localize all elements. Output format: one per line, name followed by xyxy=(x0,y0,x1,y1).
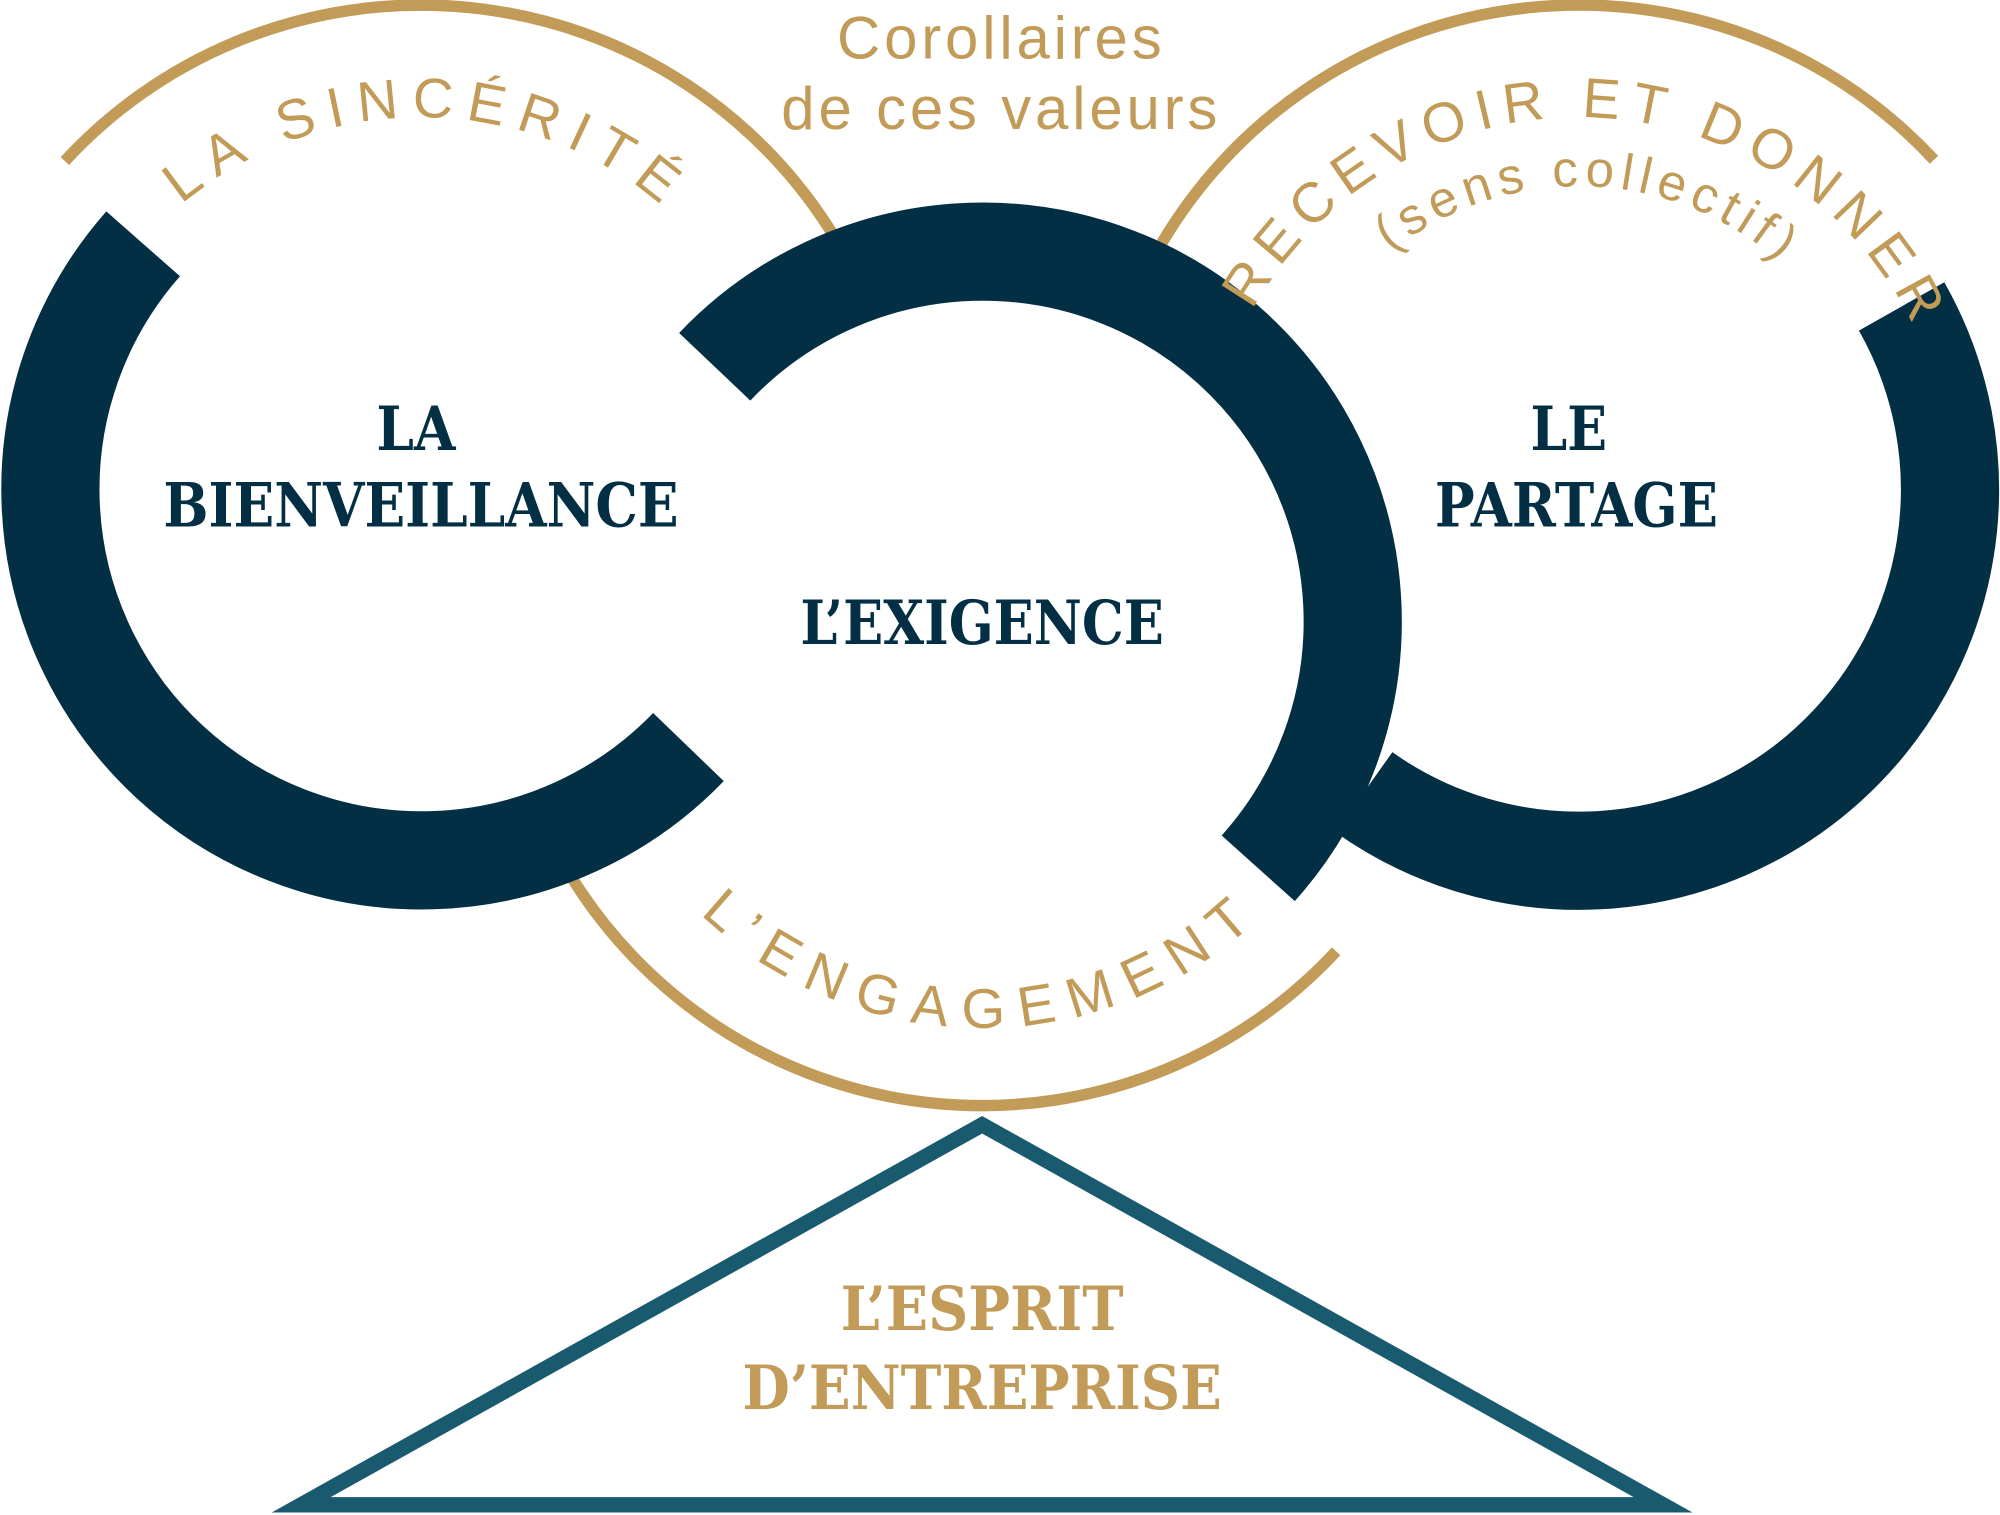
base-label-line-2: D’ENTREPRISE xyxy=(742,1353,1221,1424)
label-left-line-1: LA xyxy=(376,394,456,465)
gold-arc-bottom xyxy=(567,875,1341,1112)
arc-text-recevoir-path: RECEVOIR ET DONNER xyxy=(1209,66,1953,339)
arc-text-sincerite: LA SINCÉRITÉ xyxy=(151,66,703,222)
ring-right xyxy=(1335,282,2000,910)
arc-text-engagement: L’ENGAGEMENT xyxy=(692,876,1272,1041)
ring-left xyxy=(1,211,724,910)
arc-text-engagement-path: L’ENGAGEMENT xyxy=(692,876,1257,1041)
base-triangle xyxy=(271,1116,1693,1513)
label-left-line-2: BIENVEILLANCE xyxy=(163,471,678,542)
gold-arc-left xyxy=(60,0,840,240)
arc-text-sincerite-path: LA SINCÉRITÉ xyxy=(151,66,690,222)
header-line-2: de ces valeurs xyxy=(781,75,1221,142)
label-right-line-2: PARTAGE xyxy=(1435,471,1718,542)
label-center: L’EXIGENCE xyxy=(800,588,1163,659)
label-right-line-1: LE xyxy=(1531,394,1608,465)
arc-text-recevoir: RECEVOIR ET DONNER xyxy=(1209,66,1963,339)
header-line-1: Corollaires xyxy=(837,5,1165,72)
base-label-line-1: L’ESPRIT xyxy=(841,1274,1124,1345)
ring-center xyxy=(679,202,1402,902)
gold-arc-right xyxy=(1156,0,1939,246)
